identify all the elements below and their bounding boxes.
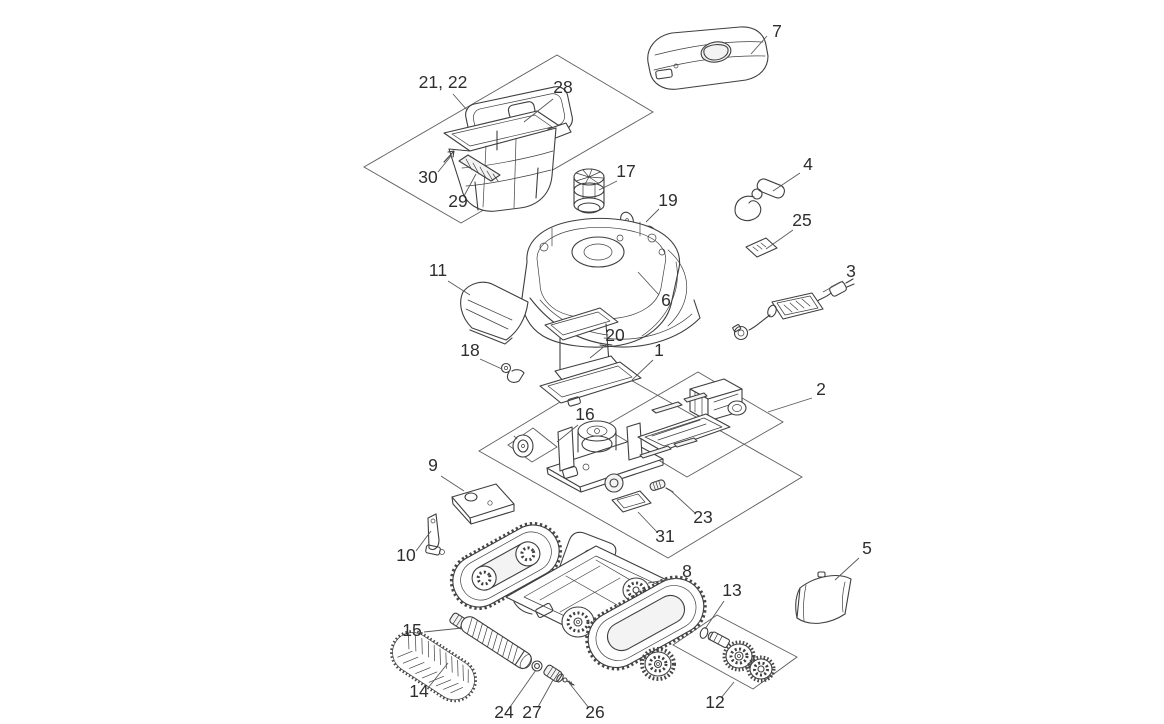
callout-16: 16 bbox=[575, 404, 594, 424]
callout-14: 14 bbox=[409, 681, 429, 701]
callout-8: 8 bbox=[682, 561, 692, 581]
leader-line-8 bbox=[647, 577, 679, 584]
leader-line-2 bbox=[767, 397, 813, 413]
part-12-drive-sprockets bbox=[722, 640, 776, 683]
part-9-ballast-plate bbox=[451, 483, 515, 525]
callout-15: 15 bbox=[402, 620, 421, 640]
leader-line-15 bbox=[423, 627, 463, 633]
leader-line-29 bbox=[463, 173, 477, 197]
callout-23: 23 bbox=[693, 507, 712, 527]
group-outline-filter-basket-group-21-22 bbox=[363, 54, 654, 224]
part-30-direction-arrow bbox=[443, 150, 455, 163]
part-7-top-cover bbox=[647, 26, 769, 90]
callout-5: 5 bbox=[862, 538, 872, 558]
leader-line-19 bbox=[645, 208, 660, 223]
leader-line-21-22 bbox=[452, 93, 468, 111]
leader-line-20 bbox=[589, 344, 607, 359]
leader-line-1 bbox=[631, 359, 654, 381]
leader-line-12 bbox=[720, 681, 735, 699]
leader-line-24 bbox=[509, 669, 537, 708]
callout-10: 10 bbox=[396, 545, 416, 565]
right-track bbox=[585, 575, 707, 671]
leader-line-13 bbox=[704, 600, 725, 630]
road-wheel bbox=[640, 647, 676, 681]
part-18-clip bbox=[500, 362, 525, 383]
group-outlines bbox=[363, 54, 803, 690]
callout-3: 3 bbox=[846, 261, 856, 281]
callout-2: 2 bbox=[816, 379, 826, 399]
part-15-roller-shaft bbox=[449, 612, 532, 670]
part-20-flap-assembly bbox=[539, 307, 642, 407]
leader-line-5 bbox=[834, 557, 860, 581]
callout-29: 29 bbox=[448, 191, 467, 211]
callout-20: 20 bbox=[605, 325, 625, 345]
part-17-valve-cartridge bbox=[573, 168, 605, 214]
callout-6: 6 bbox=[661, 290, 671, 310]
leader-line-10 bbox=[415, 530, 432, 552]
leader-line-30 bbox=[437, 155, 452, 173]
leader-line-11 bbox=[447, 280, 471, 296]
callout-11: 11 bbox=[429, 260, 447, 280]
callout-9: 9 bbox=[428, 455, 438, 475]
part-4-handle-hook bbox=[734, 178, 785, 222]
callout-25: 25 bbox=[792, 210, 811, 230]
part-25-label-sticker bbox=[745, 237, 778, 258]
callout-19: 19 bbox=[658, 190, 677, 210]
leader-line-4 bbox=[772, 172, 801, 192]
leader-line-28 bbox=[523, 98, 554, 123]
leader-line-16 bbox=[556, 424, 579, 443]
callout-27: 27 bbox=[522, 702, 541, 722]
callout-17: 17 bbox=[616, 161, 635, 181]
leader-line-3 bbox=[822, 280, 844, 293]
callout-12: 12 bbox=[705, 692, 724, 712]
group-outline-motor-manifold-group-2 bbox=[602, 371, 784, 478]
part-5-side-panel bbox=[795, 571, 852, 624]
part-10-bracket-clip bbox=[425, 513, 445, 556]
left-track bbox=[449, 521, 563, 611]
callout-28: 28 bbox=[553, 77, 572, 97]
leader-line-9 bbox=[440, 475, 465, 492]
leader-line-17 bbox=[598, 180, 618, 191]
leader-line-7 bbox=[750, 35, 768, 55]
part-14-brush-roller bbox=[390, 630, 478, 703]
part-31-cover-plate bbox=[611, 490, 652, 513]
part-27-coupling bbox=[543, 664, 564, 683]
group-outline-drive-unit-group-1 bbox=[478, 369, 803, 559]
callout-7: 7 bbox=[772, 21, 782, 41]
callout-1: 1 bbox=[654, 340, 664, 360]
callout-31: 31 bbox=[655, 526, 674, 546]
callout-26: 26 bbox=[585, 702, 604, 722]
part-23-pin bbox=[649, 479, 674, 493]
callout-30: 30 bbox=[418, 167, 438, 187]
leader-line-27 bbox=[537, 679, 554, 708]
leader-line-14 bbox=[427, 662, 449, 689]
leader-line-26 bbox=[569, 683, 590, 709]
leader-lines bbox=[415, 35, 860, 709]
part-2-motor-manifold bbox=[637, 378, 747, 459]
callout-13: 13 bbox=[722, 580, 741, 600]
part-13-axle-assembly bbox=[699, 627, 731, 649]
part-29-screen-strip bbox=[458, 154, 501, 182]
callout-24: 24 bbox=[494, 702, 514, 722]
part-16-guide-wheel bbox=[512, 434, 534, 458]
part-11-front-panel bbox=[460, 281, 529, 345]
callout-21-22: 21, 22 bbox=[419, 72, 468, 92]
callout-18: 18 bbox=[460, 340, 479, 360]
callout-4: 4 bbox=[803, 154, 813, 174]
part-26-screw bbox=[562, 677, 575, 686]
part-6-body-shell bbox=[521, 217, 701, 348]
part-24-bushing bbox=[531, 660, 543, 672]
leader-line-18 bbox=[479, 358, 503, 370]
leader-line-23 bbox=[669, 489, 696, 514]
part-3-power-cable bbox=[732, 278, 855, 341]
leader-line-6 bbox=[637, 271, 660, 296]
leader-line-31 bbox=[637, 511, 658, 533]
part-1-drive-unit bbox=[546, 420, 664, 493]
leader-line-25 bbox=[765, 229, 794, 250]
